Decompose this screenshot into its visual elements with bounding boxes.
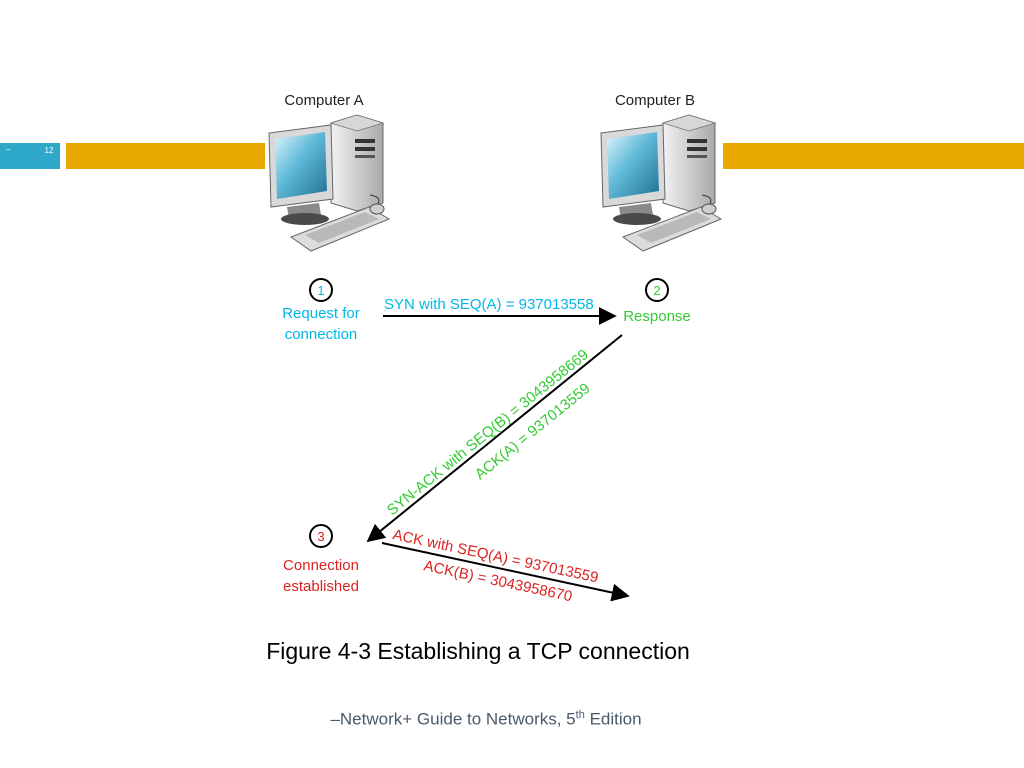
step-3-number: 3 <box>317 529 324 544</box>
step-1-number: 1 <box>317 283 324 298</box>
computer-a-label: Computer A <box>284 92 363 109</box>
computer-a-icon <box>268 114 391 252</box>
footer-text: –Network+ Guide to Networks, 5th Edition <box>0 709 972 730</box>
step-1-label-line1: Request for <box>282 305 360 322</box>
syn-ack-label-line1: SYN-ACK with SEQ(B) = 3043958669 <box>384 346 592 519</box>
step-3-label-line2: established <box>283 578 359 595</box>
step-1-circle <box>309 278 333 302</box>
step-2-number: 2 <box>653 283 660 298</box>
figure-caption: Figure 4-3 Establishing a TCP connection <box>266 638 690 664</box>
syn-ack-arrow <box>366 334 623 543</box>
accent-bar-left <box>66 143 265 169</box>
footer-suffix: Edition <box>584 709 642 729</box>
ack-arrow <box>381 542 630 602</box>
slide-number-box: – 12 <box>0 143 60 169</box>
computer-b-icon <box>600 114 723 252</box>
computer-b-label: Computer B <box>615 92 695 109</box>
step-2-circle <box>645 278 669 302</box>
slide-number: 12 <box>44 146 54 155</box>
accent-bar-right <box>723 143 1024 169</box>
footer-prefix: –Network+ Guide to Networks, 5 <box>330 709 576 729</box>
step-1-label-line2: connection <box>285 326 358 343</box>
slide-number-marker: – <box>6 145 11 154</box>
footer-superscript: th <box>575 709 585 721</box>
step-2-label: Response <box>623 308 691 325</box>
syn-label: SYN with SEQ(A) = 937013558 <box>384 296 594 313</box>
step-3-label-line1: Connection <box>283 557 359 574</box>
step-3-circle <box>309 524 333 548</box>
